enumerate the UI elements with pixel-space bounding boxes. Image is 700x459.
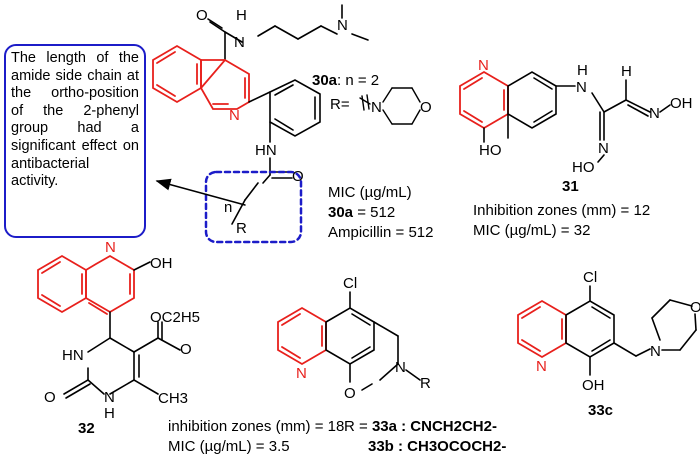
atom-n-morpholine: N: [371, 99, 382, 116]
label-30a-n: 30a: n = 2: [312, 72, 380, 89]
atom-o-amide2: O: [292, 168, 304, 185]
atom-hn: HN: [255, 142, 277, 159]
atom-n-ring-33c: N: [536, 358, 547, 375]
compound-31-atoms: N HO H N H N OH N HO: [478, 57, 693, 176]
compound-id-33c: 33c: [588, 402, 614, 419]
compound-id-32: 32: [78, 420, 95, 437]
atom-n-amide: N: [234, 34, 245, 51]
atom-n-oxime1-31: N: [649, 105, 660, 122]
mic-31: MIC (µg/mL) = 32: [473, 222, 591, 239]
atom-o-carbonyl: O: [196, 7, 208, 24]
atom-n-ring-31: N: [478, 57, 489, 74]
atom-n-oxime2-31: N: [598, 140, 609, 157]
atom-o-ester-32: O: [180, 341, 192, 358]
inhibition-32: inhibition zones (mm) = 18: [168, 418, 345, 435]
atom-n2-32: N: [104, 389, 115, 406]
atom-o-urea-32: O: [44, 389, 56, 406]
r-33a-line: R = 33a : CNCH2CH2-: [344, 418, 497, 435]
atom-o-morph-33c: O: [690, 299, 700, 316]
mic-30a-value: = 512: [357, 204, 396, 221]
atom-hn-32: HN: [62, 347, 84, 364]
atom-oh-32: OH: [150, 255, 173, 272]
compound-33-atoms: Cl N O N R: [296, 275, 431, 402]
r-33b: 33b : CH3OCOCH2-: [368, 438, 507, 455]
atom-o-ring-33: O: [344, 385, 356, 402]
atom-n-subscript: n: [224, 199, 232, 216]
note-text: The length of the amide side chain at th…: [11, 50, 139, 190]
compound-30a-atoms: N H O N N HN O n R N O: [196, 7, 432, 237]
atom-n-amine-31: N: [576, 79, 587, 96]
mic-30a: 30a = 512: [328, 204, 395, 221]
note-box: The length of the amide side chain at th…: [4, 44, 146, 238]
mic-32: MIC (µg/mL) = 3.5: [168, 438, 290, 455]
atom-h-top-31: H: [621, 63, 632, 80]
atom-n-quinoline: N: [229, 107, 240, 124]
atom-n-morph-33c: N: [650, 343, 661, 360]
atom-o-morpholine: O: [420, 99, 432, 116]
atom-oh-33c: OH: [582, 377, 605, 394]
atom-n-amine: N: [337, 17, 348, 34]
r-prefix-33: R =: [344, 418, 368, 435]
atom-cl-33: Cl: [343, 275, 357, 292]
atom-ho-31: HO: [479, 142, 502, 159]
atom-n2-33: N: [395, 359, 406, 376]
atom-r-33: R: [420, 375, 431, 392]
atom-cl-33c: Cl: [583, 269, 597, 286]
atom-n-ring-32: N: [105, 239, 116, 256]
atom-n-ring-33: N: [296, 365, 307, 382]
inhibition-31: Inhibition zones (mm) = 12: [473, 202, 651, 219]
atom-ch3-32: CH3: [158, 390, 188, 407]
mic-30a-id: 30a: [328, 204, 354, 221]
compound-32-atoms: N OH OC2H5 O HN O N H CH3: [44, 239, 200, 422]
compound-id-31: 31: [562, 178, 579, 195]
atom-r: R: [236, 220, 247, 237]
atom-h-amine-31: H: [577, 62, 588, 79]
atom-h-n2-32: H: [104, 405, 115, 422]
compound-33c-atoms: Cl N OH N O: [536, 269, 700, 394]
mic-ampicillin: Ampicillin = 512: [328, 224, 434, 241]
compound-33-structure: [277, 291, 421, 391]
compound-31-structure: [459, 70, 671, 163]
r-33a: 33a : CNCH2CH2-: [371, 418, 497, 435]
compound-30a-structure: [152, 4, 421, 244]
atom-oh-31: OH: [670, 95, 693, 112]
compound-32-structure: [37, 254, 181, 399]
compound-id-30a: 30a: [312, 72, 338, 89]
atom-ester-32: OC2H5: [150, 309, 200, 326]
n-value-30a: n = 2: [345, 72, 380, 89]
mic-header-30a: MIC (µg/mL): [328, 184, 412, 201]
atom-ho-oxime-31: HO: [572, 159, 595, 176]
atom-h-amide: H: [236, 7, 247, 24]
label-30a-r: R=: [330, 96, 350, 113]
compound-33c-structure: [517, 285, 697, 376]
